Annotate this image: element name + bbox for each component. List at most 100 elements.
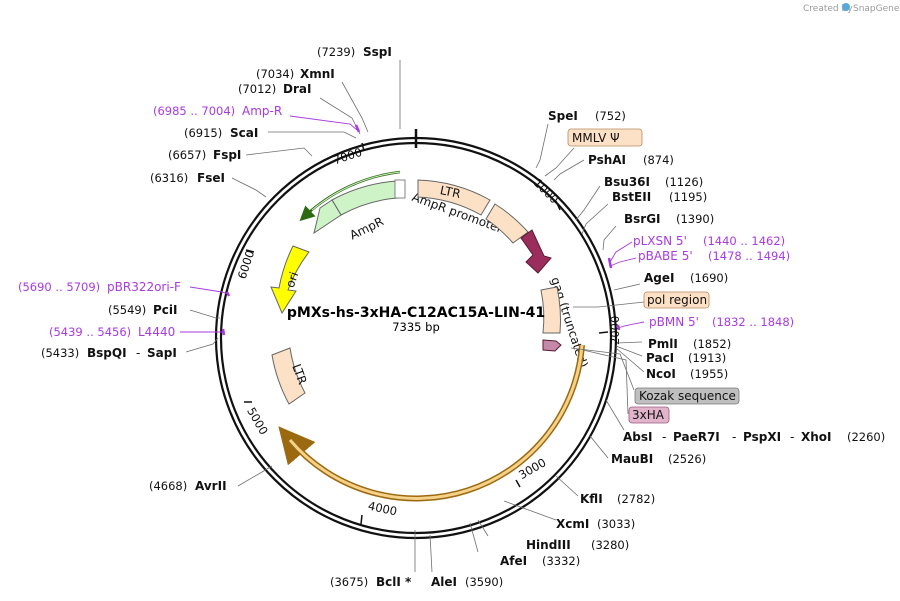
ltr-bottom-label: LTR — [289, 362, 309, 386]
ampr-promoter-feature[interactable] — [394, 179, 406, 199]
tick-1000 — [555, 200, 561, 211]
site-fspi[interactable]: (6657) FspI — [168, 148, 241, 162]
site-labels-bottom: (3675) BclI * AleI (3590) AfeI (3332) Hi… — [330, 430, 885, 589]
site-bsu36i-pos: (1126) — [665, 175, 703, 189]
snapgene-logo-icon — [842, 3, 850, 11]
site-spei[interactable]: SpeI (752) — [548, 109, 626, 123]
site-pmli-name: PmlI — [648, 337, 678, 351]
site-avrii[interactable]: (4668) AvrII — [149, 479, 227, 493]
tick-7000 — [361, 142, 365, 152]
primer-pbr322-pos: (5690 .. 5709) — [18, 280, 100, 294]
site-xmni-pos: (7034) — [256, 67, 294, 81]
tick-4000 — [360, 514, 363, 525]
ltr-top-feature[interactable] — [417, 179, 491, 216]
ori-feature[interactable] — [270, 245, 310, 315]
site-absi-group[interactable]: AbsI - PaeR7I - PspXI - XhoI (2260) — [623, 430, 885, 444]
tick-label-5000: 5000 — [244, 405, 271, 437]
site-maubi-pos: (2526) — [668, 452, 706, 466]
primer-pbabe[interactable]: pBABE 5' (1478 .. 1494) — [638, 249, 790, 263]
site-bsteii[interactable]: BstEII (1195) — [612, 190, 707, 204]
site-ncoi-name: NcoI — [646, 367, 676, 381]
site-bspqi-sapi[interactable]: (5433) BspQI - SapI — [41, 346, 177, 360]
site-fspi-name: FspI — [213, 148, 241, 162]
site-afei[interactable]: AfeI (3332) — [500, 554, 580, 568]
primer-ampr[interactable]: (6985 .. 7004) Amp-R — [153, 104, 282, 118]
site-pcii-name: PciI — [153, 303, 178, 317]
site-sspi[interactable]: (7239) SspI — [317, 45, 392, 59]
site-afei-pos: (3332) — [542, 554, 580, 568]
site-labels-right: SpeI (752) MMLV Ψ PshAI (874) Bsu36I (11… — [548, 109, 794, 424]
primer-l4440[interactable]: (5439 .. 5456) L4440 — [49, 325, 175, 339]
3xha-box — [628, 406, 670, 424]
primer-ampr-pos: (6985 .. 7004) — [153, 104, 235, 118]
site-bsteii-pos: (1195) — [669, 190, 707, 204]
site-paci-name: PacI — [646, 351, 674, 365]
credit-text: Created by — [803, 4, 853, 14]
insert-orf-fill — [288, 344, 584, 500]
site-scai[interactable]: (6915) ScaI — [184, 126, 258, 140]
site-hindiii[interactable]: HindIII (3280) — [526, 538, 629, 552]
site-drai-name: DraI — [283, 82, 311, 96]
site-kfli[interactable]: KflI (2782) — [580, 492, 655, 506]
plxsn-primer-mark — [607, 257, 613, 269]
mmlv-psi-label: MMLV Ψ — [572, 131, 620, 145]
site-pcii[interactable]: (5549) PciI — [108, 303, 178, 317]
ampr-feature-body[interactable] — [331, 180, 398, 216]
site-agei-name: AgeI — [644, 271, 674, 285]
3xha-feature[interactable] — [542, 339, 562, 352]
site-absi-pos: (2260) — [847, 430, 885, 444]
site-bsrgi-name: BsrGI — [624, 212, 661, 226]
box-kozak[interactable]: Kozak sequence — [634, 387, 740, 405]
site-pshai[interactable]: PshAI (874) — [588, 153, 674, 167]
site-ncoi[interactable]: NcoI (1955) — [646, 367, 728, 381]
site-bsu36i[interactable]: Bsu36I (1126) — [604, 175, 703, 189]
features: AmpR AmpR promoter LTR gag (truncated) L… — [270, 170, 591, 502]
tick-label-6000: 6000 — [235, 249, 257, 281]
pbmn-primer-mark — [616, 324, 621, 331]
site-sspi-pos: (7239) — [317, 45, 355, 59]
site-xmni[interactable]: (7034) XmnI — [256, 67, 335, 81]
primer-pbmn[interactable]: pBMN 5' (1832 .. 1848) — [649, 315, 794, 329]
gag-feature[interactable] — [520, 229, 552, 274]
pol-region-feature[interactable] — [540, 286, 561, 334]
ampr-feature-head[interactable] — [313, 199, 342, 235]
box-pol-region[interactable]: pol region — [643, 291, 710, 309]
pol-region-label: pol region — [647, 293, 707, 307]
site-xcmi[interactable]: XcmI (3033) — [556, 517, 635, 531]
site-bsrgi-pos: (1390) — [676, 212, 714, 226]
site-bcli[interactable]: (3675) BclI * — [330, 575, 412, 589]
kozak-label: Kozak sequence — [639, 389, 736, 403]
tick-label-7000: 7000 — [332, 145, 364, 167]
primer-ampr-name: Amp-R — [242, 104, 282, 118]
primer-pbabe-name: pBABE 5' — [638, 249, 693, 263]
site-drai[interactable]: (7012) DraI — [238, 82, 311, 96]
primer-pbr322ori-f[interactable]: (5690 .. 5709) pBR322ori-F — [18, 280, 181, 294]
site-xcmi-name: XcmI — [556, 517, 589, 531]
primer-leaders — [180, 115, 645, 336]
ltr-bottom-feature[interactable] — [271, 347, 306, 405]
ampr-primer-mark — [354, 124, 361, 133]
site-absi-sep-3: - — [790, 430, 794, 444]
site-pshai-name: PshAI — [588, 153, 626, 167]
site-alei-pos: (3590) — [465, 575, 503, 589]
site-bsteii-name: BstEII — [612, 190, 651, 204]
site-pcii-pos: (5549) — [108, 303, 146, 317]
site-bcli-pos: (3675) — [330, 575, 368, 589]
site-xcmi-pos: (3033) — [597, 517, 635, 531]
site-alei[interactable]: AleI (3590) — [431, 575, 503, 589]
box-3xha[interactable]: 3xHA — [628, 406, 670, 424]
site-paci[interactable]: PacI (1913) — [646, 351, 726, 365]
box-mmlv-psi[interactable]: MMLV Ψ — [567, 128, 643, 147]
site-agei[interactable]: AgeI (1690) — [644, 271, 728, 285]
primer-plxsn[interactable]: pLXSN 5' (1440 .. 1462) — [633, 234, 785, 248]
primer-l4440-pos: (5439 .. 5456) — [49, 325, 131, 339]
site-pmli[interactable]: PmlI (1852) — [648, 337, 731, 351]
primer-l4440-name: L4440 — [138, 325, 175, 339]
mmlv-psi-feature[interactable] — [485, 203, 529, 244]
site-bsrgi[interactable]: BsrGI (1390) — [624, 212, 714, 226]
site-fsei[interactable]: (6316) FseI — [150, 171, 225, 185]
site-pshai-pos: (874) — [643, 153, 674, 167]
primer-pbr322-name: pBR322ori-F — [107, 280, 181, 294]
site-maubi[interactable]: MauBI (2526) — [611, 452, 706, 466]
